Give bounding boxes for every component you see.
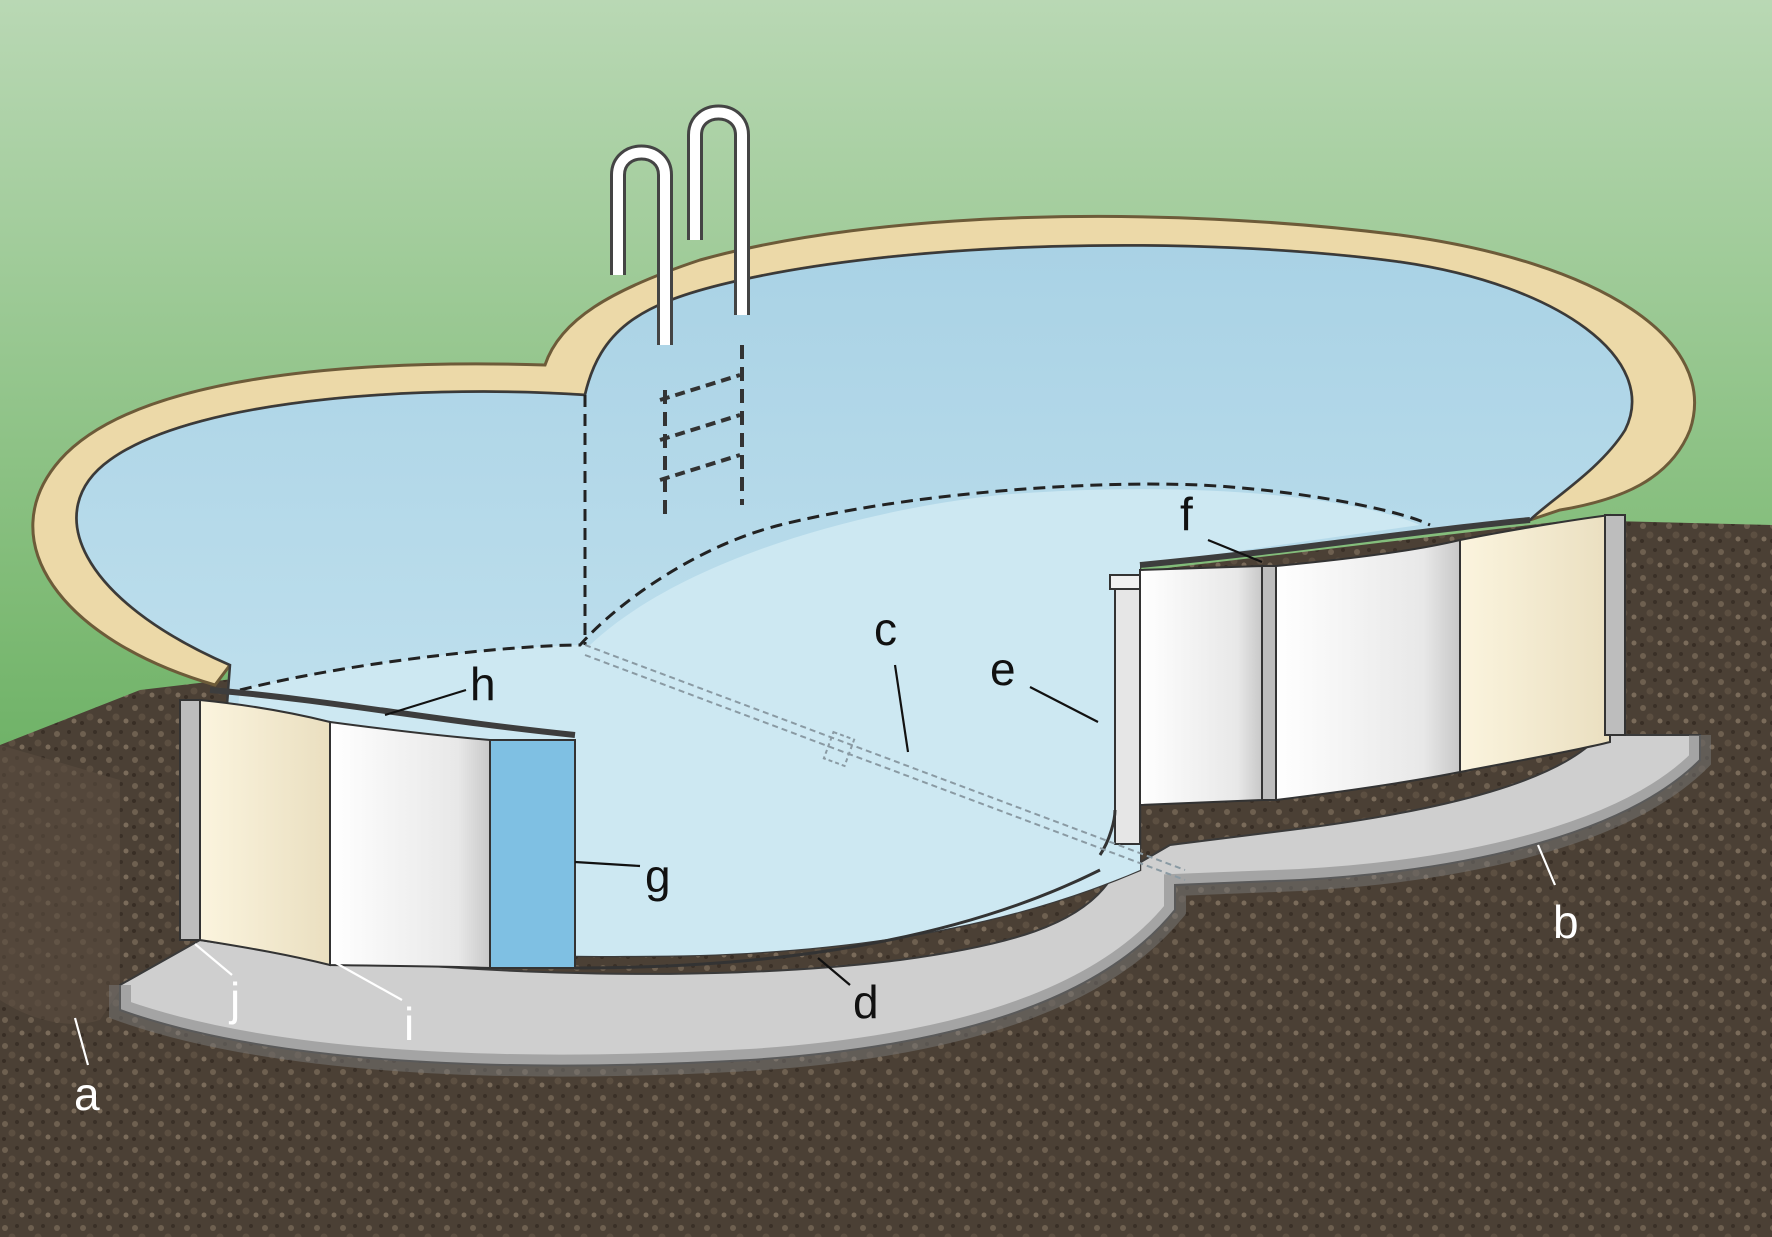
label-b: b — [1553, 896, 1579, 948]
label-f: f — [1180, 488, 1193, 540]
wall-post-end — [1604, 514, 1626, 736]
label-j-group: j — [194, 943, 240, 1025]
label-c: c — [874, 603, 897, 655]
pool-ladder — [610, 104, 750, 520]
front-wall-inner — [1098, 809, 1117, 856]
wall-post-left — [179, 699, 201, 941]
right-wall — [1109, 513, 1626, 845]
label-a-group: a — [73, 1017, 100, 1120]
label-h-group: h — [384, 658, 496, 717]
wall-panel-blue — [489, 739, 576, 969]
wall-post-mid — [1261, 565, 1277, 801]
label-j: j — [228, 973, 240, 1025]
label-a: a — [74, 1068, 100, 1120]
wall-panel-white-right-1 — [1139, 564, 1263, 807]
label-g: g — [645, 850, 671, 902]
soil-cut-edge — [0, 745, 120, 1024]
label-e-group: e — [990, 643, 1099, 723]
wall-post-right — [1114, 581, 1141, 845]
floor-outline-dashed — [239, 482, 1431, 692]
wall-panel-cream-left — [199, 698, 331, 967]
label-d: d — [853, 976, 879, 1028]
foundation-slab-edge — [109, 735, 1711, 1077]
label-h: h — [470, 658, 496, 710]
left-wall — [179, 698, 576, 970]
stiffener-bar — [584, 644, 1186, 881]
liner-rail-right — [1139, 517, 1531, 568]
label-d-group: d — [817, 957, 879, 1028]
label-i-group: i — [333, 961, 414, 1050]
wall-panel-white-left — [329, 720, 491, 970]
front-wall-curve — [574, 868, 1101, 970]
label-e: e — [990, 643, 1016, 695]
liner-rail — [209, 687, 576, 738]
label-g-group: g — [574, 850, 671, 902]
label-c-group: c — [874, 603, 910, 753]
wall-panel-cream-right — [1459, 513, 1611, 774]
wall-panel-white-right-2 — [1275, 538, 1461, 802]
label-b-group: b — [1536, 844, 1579, 948]
label-f-group: f — [1180, 488, 1263, 564]
label-i: i — [404, 998, 414, 1050]
